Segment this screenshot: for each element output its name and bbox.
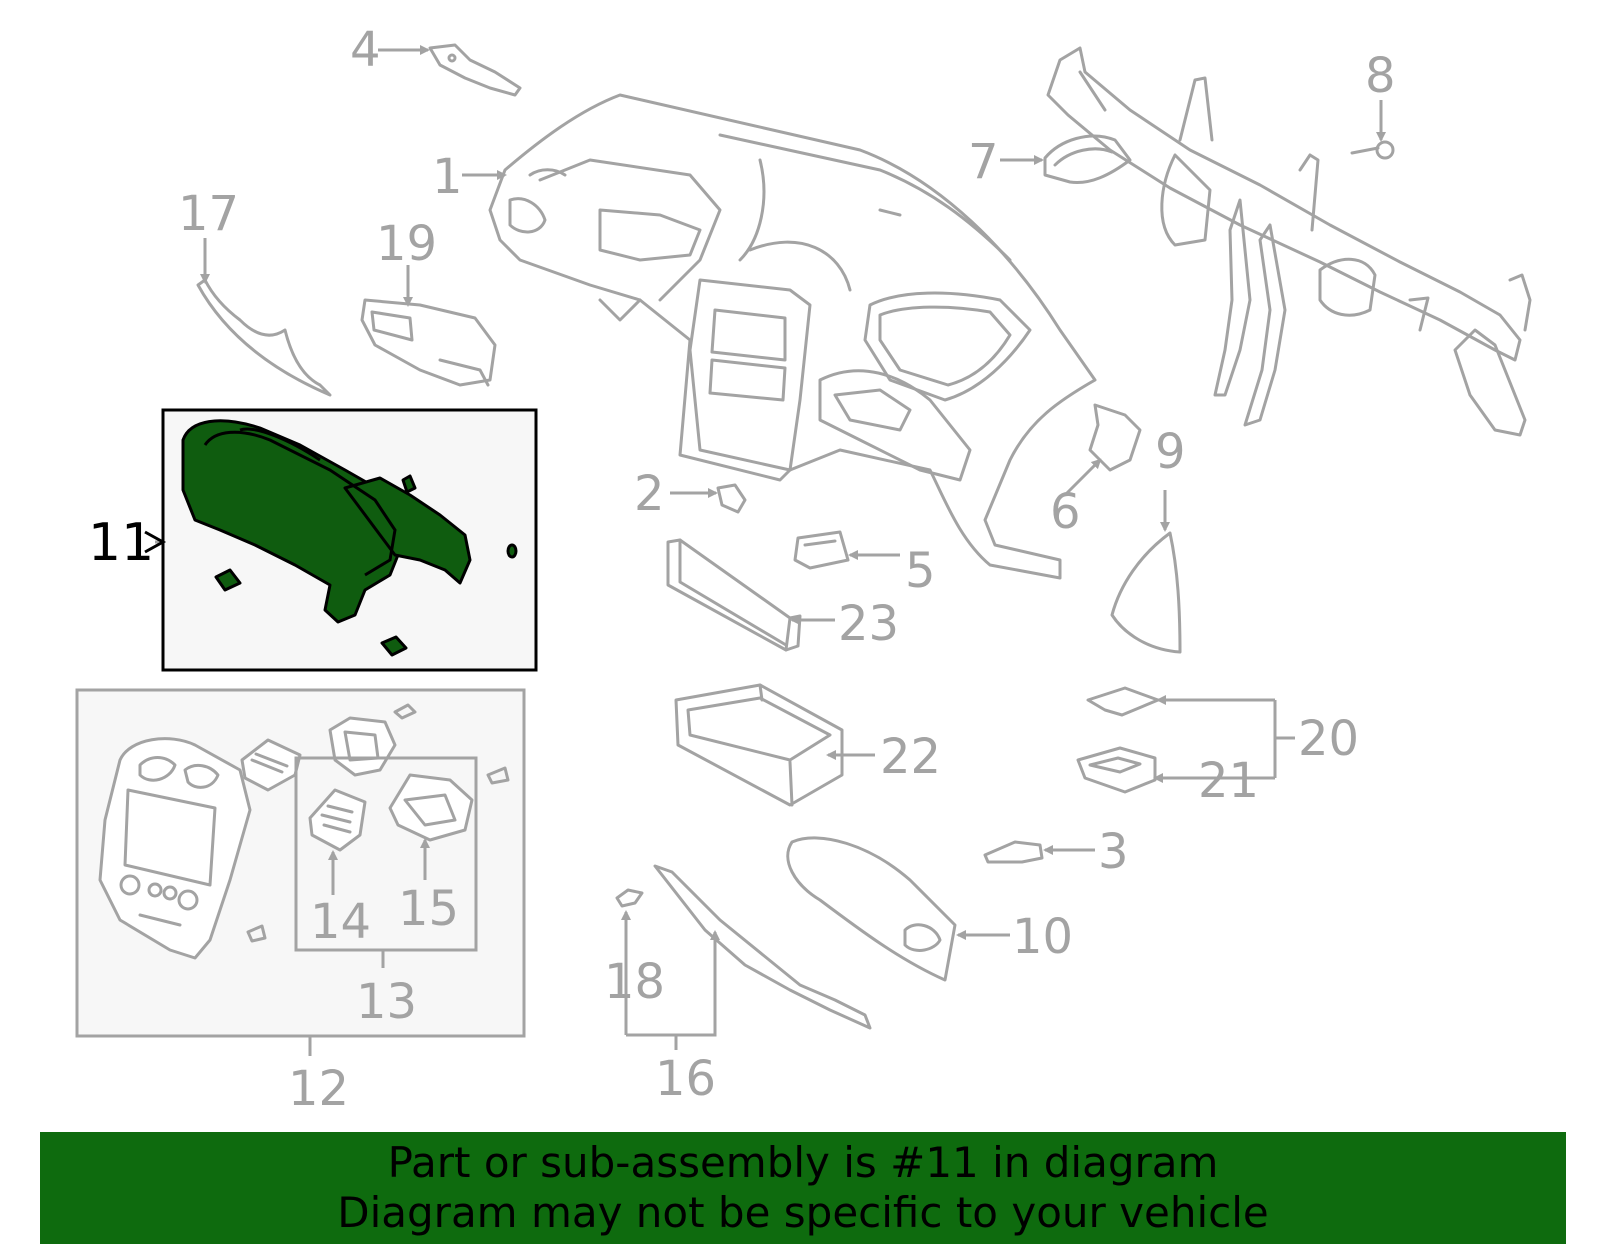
cross-car-beam[interactable] [1046,46,1532,437]
switch-panel-part-19[interactable] [360,298,497,387]
banner-line-2: Diagram may not be specific to your vehi… [337,1188,1269,1237]
callout-9: 9 [1155,424,1186,480]
center-panel-part-12[interactable] [98,737,252,960]
side-cover-part-9[interactable] [1110,531,1182,654]
bracket-part-3[interactable] [983,840,1044,864]
clip-right-part-12[interactable] [486,766,510,785]
bracket-part-4[interactable] [428,43,522,97]
callout-6: 6 [1050,484,1081,540]
callout-19: 19 [376,216,437,272]
callout-20: 20 [1298,711,1359,767]
duct-part-7[interactable] [1043,134,1132,185]
callout-18: 18 [604,954,665,1010]
bolt-part-8[interactable] [1350,140,1395,160]
callout-3: 3 [1098,824,1129,880]
leader-lines [144,45,1386,1056]
clip-upper-part-12[interactable] [393,703,417,720]
pocket-box-part-22[interactable] [674,683,844,807]
storage-tray-part-23[interactable] [666,538,802,652]
vent-part-15[interactable] [388,773,474,842]
dashboard-panel-part[interactable] [488,93,1097,580]
callout-12: 12 [288,1061,349,1117]
callout-21: 21 [1198,753,1259,809]
callout-7: 7 [968,134,999,190]
callout-17: 17 [178,186,239,242]
glove-box-lower-part-16[interactable] [653,864,872,1030]
cluster-hood-part-11[interactable] [181,419,518,657]
trim-strip-part-17[interactable] [196,278,332,397]
info-banner: Part or sub-assembly is #11 in diagram D… [40,1132,1566,1244]
clip-part-18[interactable] [615,888,644,908]
group-box-part-13 [294,756,478,952]
callout-22: 22 [880,729,941,785]
callout-11: 11 [88,513,154,573]
vent-part-5[interactable] [793,530,850,570]
callout-16: 16 [655,1051,716,1107]
callout-2: 2 [634,466,665,522]
callout-8: 8 [1365,48,1396,104]
callout-13: 13 [356,974,417,1030]
callout-15: 15 [398,881,459,937]
callout-23: 23 [838,596,899,652]
clip-lower-part-12[interactable] [246,924,267,943]
bezel-part-21[interactable] [1076,746,1157,794]
callout-1: 1 [432,149,463,205]
clip-part-2[interactable] [716,483,747,514]
callout-4: 4 [350,22,381,78]
callout-14: 14 [310,894,371,950]
callout-5: 5 [905,543,936,599]
glove-box-door-part-10[interactable] [786,836,957,982]
bracket-part-6[interactable] [1088,403,1142,472]
vent-part-14[interactable] [308,788,367,852]
callout-10: 10 [1012,909,1073,965]
garnish-part-20[interactable] [1086,686,1160,717]
banner-line-1: Part or sub-assembly is #11 in diagram [387,1138,1219,1187]
